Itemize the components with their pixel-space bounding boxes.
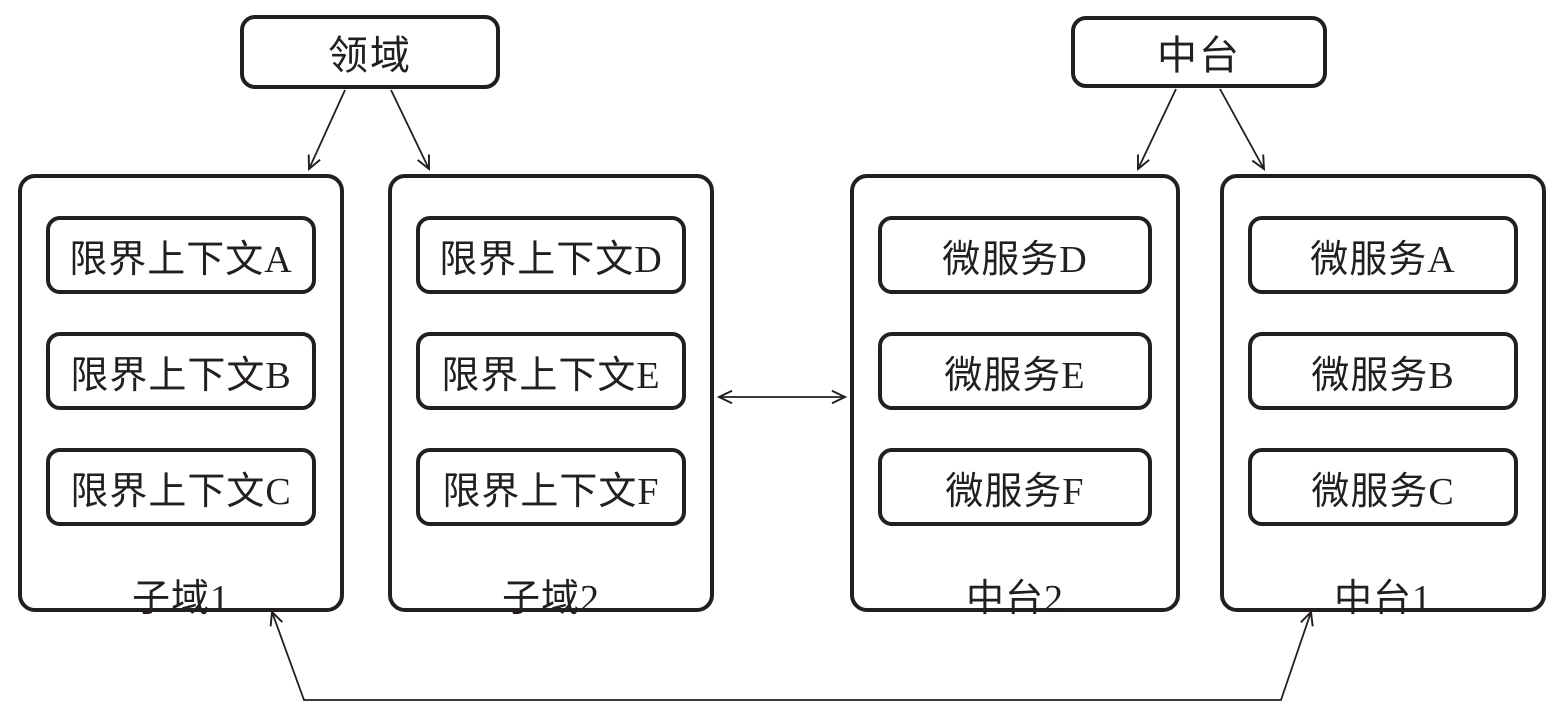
- microservice-box: 微服务A: [1248, 216, 1518, 294]
- platform-root-label: 中台: [1157, 33, 1241, 78]
- bounded-context-box: 限界上下文D: [416, 216, 686, 294]
- arrow-platform-to-platform1: [1219, 88, 1266, 171]
- platform2-container: 微服务D 微服务E 微服务F 中台2: [850, 174, 1180, 620]
- bounded-context-box: 限界上下文C: [46, 448, 316, 526]
- microservice-box: 微服务D: [878, 216, 1152, 294]
- bounded-context-label: 限界上下文C: [70, 470, 292, 513]
- microservice-label: 微服务C: [1311, 470, 1455, 513]
- domain-root-box: 领域: [240, 15, 500, 89]
- bounded-context-label: 限界上下文E: [441, 354, 661, 397]
- subdomain2-container: 限界上下文D 限界上下文E 限界上下文F 子域2: [388, 174, 714, 620]
- arrow-domain-to-subdomain2: [390, 89, 430, 172]
- bounded-context-label: 限界上下文A: [69, 238, 293, 281]
- domain-root-label: 领域: [328, 33, 412, 78]
- subdomain1-label: 子域1: [131, 578, 230, 620]
- microservice-box: 微服务C: [1248, 448, 1518, 526]
- bounded-context-label: 限界上下文F: [442, 470, 660, 513]
- subdomain1-container: 限界上下文A 限界上下文B 限界上下文C 子域1: [18, 174, 344, 620]
- bounded-context-box: 限界上下文A: [46, 216, 316, 294]
- bounded-context-box: 限界上下文F: [416, 448, 686, 526]
- microservice-label: 微服务F: [945, 470, 1085, 513]
- microservice-box: 微服务F: [878, 448, 1152, 526]
- microservice-box: 微服务B: [1248, 332, 1518, 410]
- microservice-box: 微服务E: [878, 332, 1152, 410]
- platform1-container: 微服务A 微服务B 微服务C 中台1: [1220, 174, 1546, 620]
- platform-root-box: 中台: [1071, 16, 1327, 88]
- bounded-context-box: 限界上下文E: [416, 332, 686, 410]
- bounded-context-label: 限界上下文B: [70, 354, 292, 397]
- platform2-label: 中台2: [965, 578, 1064, 620]
- double-arrow-subdomain1-platform1: [269, 609, 1314, 701]
- microservice-label: 微服务E: [944, 354, 1086, 397]
- platform1-label: 中台1: [1333, 578, 1432, 620]
- arrow-domain-to-subdomain1: [307, 89, 346, 172]
- microservice-label: 微服务D: [942, 238, 1088, 281]
- microservice-label: 微服务A: [1310, 238, 1456, 281]
- bounded-context-label: 限界上下文D: [439, 238, 663, 281]
- bounded-context-box: 限界上下文B: [46, 332, 316, 410]
- microservice-label: 微服务B: [1311, 354, 1455, 397]
- arrow-platform-to-platform2: [1136, 88, 1177, 172]
- subdomain2-label: 子域2: [501, 578, 600, 620]
